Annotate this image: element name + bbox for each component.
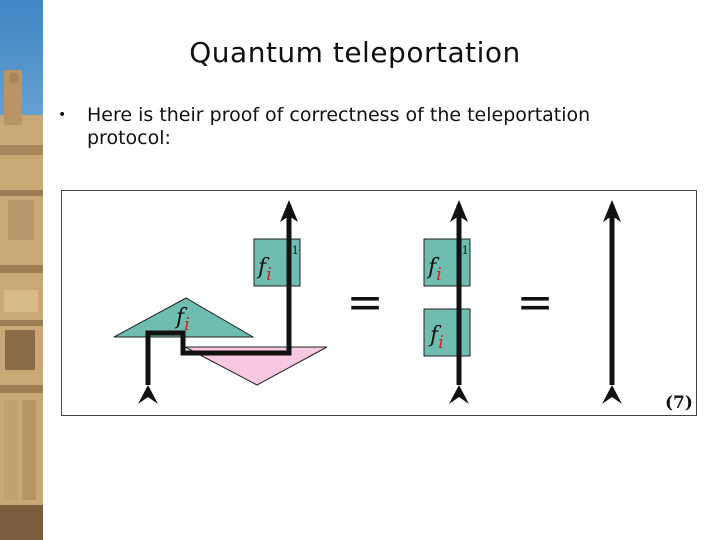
inverse-sup-middle: -1	[458, 244, 469, 257]
pink-triangle	[184, 346, 328, 386]
wire-left	[145, 205, 292, 385]
inverse-box-middle	[423, 238, 471, 287]
sub-middle: i	[438, 332, 444, 353]
bullet-marker: •	[58, 107, 67, 123]
inverse-sup-left: -1	[288, 244, 299, 257]
input-arrow-tail-left	[138, 385, 158, 404]
triangle-label-sub: i	[184, 314, 190, 335]
input-arrow-tail-middle	[449, 385, 469, 404]
equals-sign-2: =	[517, 277, 554, 328]
slide-title: Quantum teleportation	[189, 36, 521, 69]
bullet-text: Here is their proof of correctness of th…	[87, 104, 591, 149]
bullet-item: • Here is their proof of correctness of …	[56, 104, 636, 150]
inverse-box-left	[253, 238, 301, 287]
inverse-sub-left: i	[266, 264, 272, 285]
equation-number: (7)	[665, 393, 693, 413]
teleportation-diagram: fi fi -1 = fi -1 fi = (7)	[61, 190, 697, 416]
side-building-photo	[0, 0, 43, 540]
box-middle	[423, 308, 471, 357]
input-arrow-tail-right	[602, 385, 622, 404]
output-arrowhead-right	[603, 200, 621, 222]
output-arrowhead-middle	[450, 200, 468, 222]
output-arrowhead-left	[280, 200, 298, 222]
equals-sign-1: =	[347, 277, 384, 328]
inverse-sub-middle: i	[436, 264, 442, 285]
